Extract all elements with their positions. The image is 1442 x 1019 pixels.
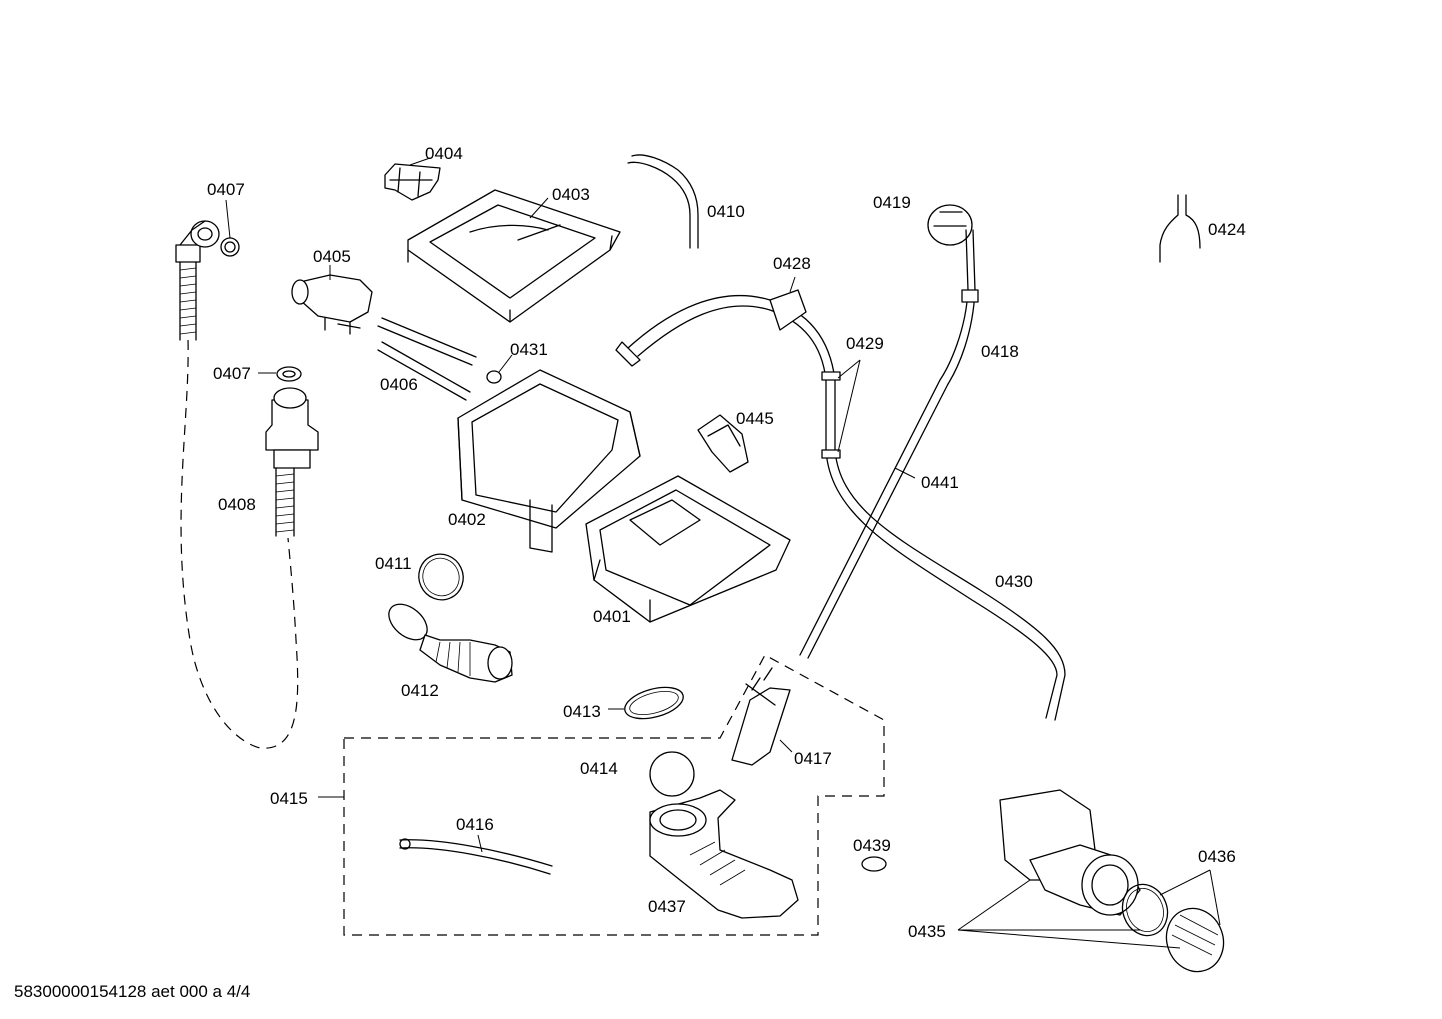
part-0402-dispenser-housing bbox=[457, 369, 641, 553]
drawing-reference: 58300000154128 aet 000 a 4/4 bbox=[14, 982, 251, 1001]
label-0404: 0404 bbox=[425, 144, 463, 163]
label-0405: 0405 bbox=[313, 247, 351, 266]
label-0437: 0437 bbox=[648, 897, 686, 916]
part-0412-bellows bbox=[388, 603, 513, 683]
part-0416-hose bbox=[399, 838, 553, 875]
label-0406: 0406 bbox=[380, 375, 418, 394]
label-0412: 0412 bbox=[401, 681, 439, 700]
part-0405-valve bbox=[291, 274, 373, 335]
part-0429-clamps bbox=[821, 371, 841, 459]
label-0402: 0402 bbox=[448, 510, 486, 529]
part-0439-clamp bbox=[861, 856, 887, 872]
label-0403: 0403 bbox=[552, 185, 590, 204]
part-0408-hose bbox=[265, 387, 319, 537]
part-0414-ball bbox=[649, 751, 695, 797]
label-0431: 0431 bbox=[510, 340, 548, 359]
label-0430: 0430 bbox=[995, 572, 1033, 591]
label-0408: 0408 bbox=[218, 495, 256, 514]
label-0424: 0424 bbox=[1208, 220, 1246, 239]
part-0401-drawer bbox=[585, 475, 791, 623]
part-0403-dispenser-top bbox=[407, 189, 621, 323]
label-0419: 0419 bbox=[873, 193, 911, 212]
label-0407-bottom: 0407 bbox=[213, 364, 251, 383]
label-0407-top: 0407 bbox=[207, 180, 245, 199]
part-0435-pump bbox=[999, 789, 1141, 916]
part-0407-washer-top bbox=[220, 237, 240, 257]
label-0436: 0436 bbox=[1198, 847, 1236, 866]
label-0413: 0413 bbox=[563, 702, 601, 721]
part-0418-tube bbox=[939, 229, 979, 385]
label-0417: 0417 bbox=[794, 749, 832, 768]
label-0401: 0401 bbox=[593, 607, 631, 626]
part-0410-tube bbox=[627, 154, 699, 249]
part-0419-pressure-switch bbox=[927, 204, 973, 246]
label-0441: 0441 bbox=[921, 473, 959, 492]
part-0431-clamp bbox=[486, 370, 502, 384]
part-0445-clip bbox=[697, 414, 749, 473]
label-0429: 0429 bbox=[846, 334, 884, 353]
label-0445: 0445 bbox=[736, 409, 774, 428]
label-0418: 0418 bbox=[981, 342, 1019, 361]
part-0437-sump bbox=[649, 789, 799, 919]
part-0424-clip bbox=[1159, 194, 1201, 263]
part-0407-washer-bottom bbox=[276, 366, 302, 382]
part-0406-tubes bbox=[377, 317, 477, 401]
label-0414: 0414 bbox=[580, 759, 618, 778]
part-0441-tube bbox=[799, 379, 949, 659]
label-0428: 0428 bbox=[773, 254, 811, 273]
part-0413-seal bbox=[624, 686, 684, 720]
part-0428-hose bbox=[615, 289, 1066, 721]
label-0415: 0415 bbox=[270, 789, 308, 808]
label-0435: 0435 bbox=[908, 922, 946, 941]
label-0416: 0416 bbox=[456, 815, 494, 834]
label-0410: 0410 bbox=[707, 202, 745, 221]
part-0411-seal bbox=[418, 553, 464, 601]
part-0436-seal-filter bbox=[1121, 883, 1225, 973]
group-0415-boundary bbox=[343, 654, 885, 936]
part-0417-float bbox=[731, 667, 791, 766]
part-0407-inlet-hose bbox=[175, 220, 299, 749]
label-0439: 0439 bbox=[853, 836, 891, 855]
part-0404-clip bbox=[384, 163, 441, 201]
label-0411: 0411 bbox=[375, 554, 412, 573]
